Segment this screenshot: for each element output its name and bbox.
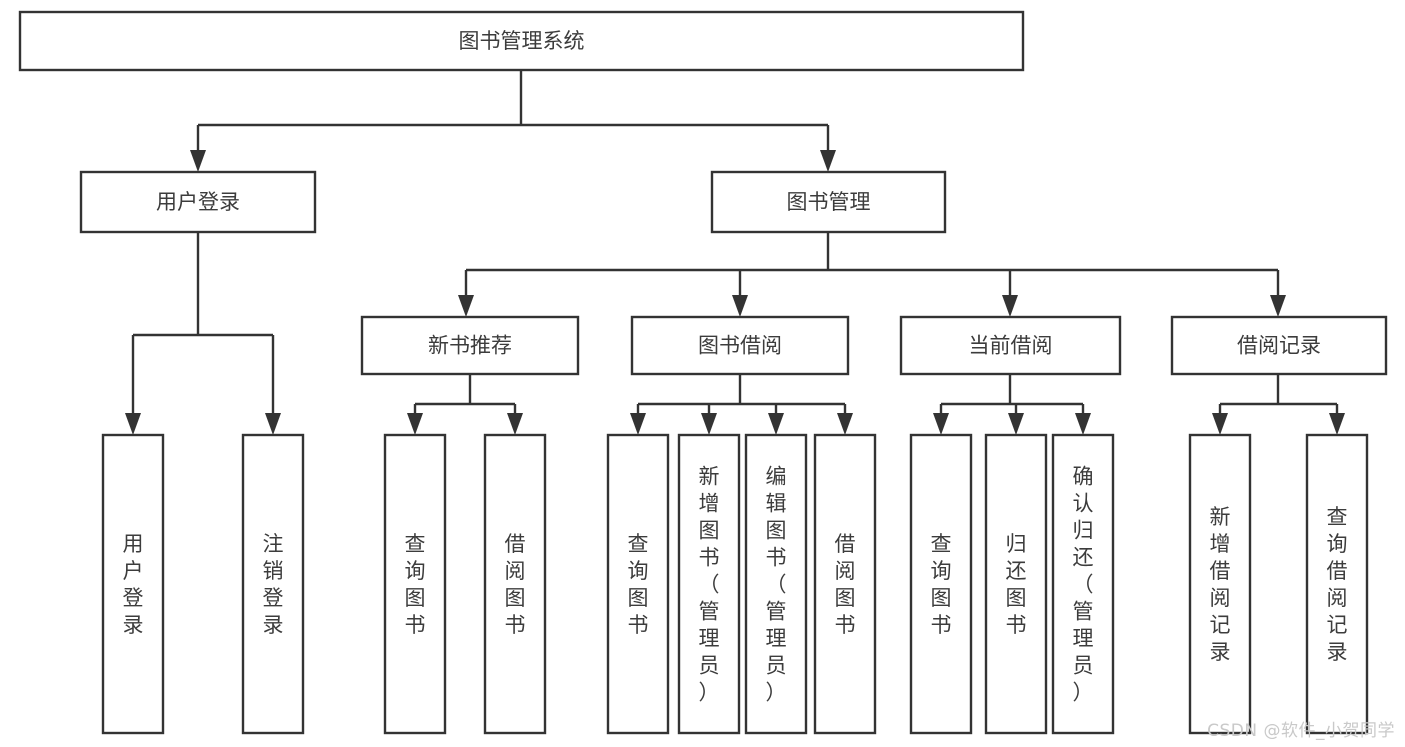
node-current-borrow-label: 当前借阅 bbox=[969, 334, 1053, 358]
leaf-node-leaf-return-book-label: 归还图书 bbox=[1006, 532, 1027, 637]
arrow-head-icon bbox=[407, 413, 423, 435]
node-new-book-recommend-rect[interactable] bbox=[360, 315, 580, 376]
leaf-node-leaf-add-borrow-record-label: 新增借阅记录 bbox=[1210, 505, 1231, 664]
node-book-management[interactable]: 图书管理 bbox=[710, 170, 947, 234]
leaf-node-leaf-query-book-borrow-rect[interactable] bbox=[606, 433, 670, 735]
leaf-node-leaf-query-book-borrow-label: 查询图书 bbox=[628, 532, 649, 637]
node-borrow-record-label: 借阅记录 bbox=[1237, 334, 1321, 358]
node-book-borrow-label: 图书借阅 bbox=[698, 334, 782, 358]
leaf-node-leaf-edit-book-admin[interactable]: 编辑图书（管理员） bbox=[744, 433, 808, 735]
leaf-node-leaf-user-login-label: 用户登录 bbox=[123, 532, 144, 637]
leaf-node-leaf-edit-book-admin-label: 编辑图书（管理员） bbox=[766, 465, 787, 705]
arrow-head-icon bbox=[837, 413, 853, 435]
arrow-head-icon bbox=[732, 295, 748, 317]
leaf-node-leaf-add-borrow-record[interactable]: 新增借阅记录 bbox=[1188, 433, 1252, 735]
leaf-node-leaf-query-book-rec-rect[interactable] bbox=[383, 433, 447, 735]
leaf-node-leaf-query-borrow-record-rect[interactable] bbox=[1305, 433, 1369, 735]
arrow-head-icon bbox=[933, 413, 949, 435]
leaf-node-leaf-add-book-admin[interactable]: 新增图书（管理员） bbox=[677, 433, 741, 735]
leaf-node-leaf-query-book-borrow[interactable]: 查询图书 bbox=[606, 433, 670, 735]
arrow-head-icon bbox=[125, 413, 141, 435]
node-book-management-label: 图书管理 bbox=[787, 190, 871, 214]
leaf-node-leaf-user-logout-rect[interactable] bbox=[241, 433, 305, 735]
arrow-head-icon bbox=[820, 150, 836, 172]
leaf-node-leaf-query-book-rec[interactable]: 查询图书 bbox=[383, 433, 447, 735]
node-current-borrow[interactable]: 当前借阅 bbox=[899, 315, 1122, 376]
leaf-node-leaf-confirm-return-admin-label: 确认归还（管理员） bbox=[1073, 465, 1094, 705]
leaf-node-leaf-borrow-book[interactable]: 借阅图书 bbox=[813, 433, 877, 735]
leaf-node-leaf-user-login[interactable]: 用户登录 bbox=[101, 433, 165, 735]
node-user-login[interactable]: 用户登录 bbox=[79, 170, 317, 234]
leaf-node-leaf-confirm-return-admin[interactable]: 确认归还（管理员） bbox=[1051, 433, 1115, 735]
leaf-node-leaf-query-book-current[interactable]: 查询图书 bbox=[909, 433, 973, 735]
node-new-book-recommend-label: 新书推荐 bbox=[428, 334, 512, 358]
arrow-head-icon bbox=[768, 413, 784, 435]
node-current-borrow-rect[interactable] bbox=[899, 315, 1122, 376]
leaf-node-leaf-return-book-rect[interactable] bbox=[984, 433, 1048, 735]
node-book-borrow[interactable]: 图书借阅 bbox=[630, 315, 850, 376]
node-root-book-management-system[interactable]: 图书管理系统 bbox=[18, 10, 1025, 72]
node-user-login-label: 用户登录 bbox=[156, 190, 240, 214]
leaf-node-leaf-add-book-admin-rect[interactable] bbox=[677, 433, 741, 735]
leaf-node-leaf-borrow-book-label: 借阅图书 bbox=[835, 532, 856, 637]
leaf-node-leaf-borrow-book-rect[interactable] bbox=[813, 433, 877, 735]
node-borrow-record[interactable]: 借阅记录 bbox=[1170, 315, 1388, 376]
leaf-node-leaf-add-borrow-record-rect[interactable] bbox=[1188, 433, 1252, 735]
arrow-head-icon bbox=[630, 413, 646, 435]
leaf-node-leaf-query-book-rec-label: 查询图书 bbox=[405, 532, 426, 637]
node-book-management-rect[interactable] bbox=[710, 170, 947, 234]
arrow-head-icon bbox=[265, 413, 281, 435]
node-root-book-management-system-label: 图书管理系统 bbox=[459, 29, 585, 53]
arrow-head-icon bbox=[1270, 295, 1286, 317]
arrow-head-icon bbox=[701, 413, 717, 435]
node-new-book-recommend[interactable]: 新书推荐 bbox=[360, 315, 580, 376]
node-root-book-management-system-rect[interactable] bbox=[18, 10, 1025, 72]
connector-layer bbox=[125, 70, 1345, 435]
leaf-node-leaf-query-book-current-label: 查询图书 bbox=[931, 532, 952, 637]
leaf-node-leaf-user-logout-label: 注销登录 bbox=[263, 532, 284, 637]
arrow-head-icon bbox=[458, 295, 474, 317]
leaf-node-leaf-borrow-book-rec-rect[interactable] bbox=[483, 433, 547, 735]
arrow-head-icon bbox=[507, 413, 523, 435]
arrow-head-icon bbox=[1002, 295, 1018, 317]
node-borrow-record-rect[interactable] bbox=[1170, 315, 1388, 376]
leaf-node-leaf-borrow-book-rec[interactable]: 借阅图书 bbox=[483, 433, 547, 735]
node-user-login-rect[interactable] bbox=[79, 170, 317, 234]
leaf-node-leaf-edit-book-admin-rect[interactable] bbox=[744, 433, 808, 735]
arrow-head-icon bbox=[1329, 413, 1345, 435]
node-layer: 图书管理系统用户登录图书管理新书推荐图书借阅当前借阅借阅记录用户登录注销登录查询… bbox=[18, 10, 1388, 735]
arrow-head-icon bbox=[190, 150, 206, 172]
node-book-borrow-rect[interactable] bbox=[630, 315, 850, 376]
leaf-node-leaf-add-book-admin-label: 新增图书（管理员） bbox=[699, 465, 720, 705]
leaf-node-leaf-borrow-book-rec-label: 借阅图书 bbox=[505, 532, 526, 637]
leaf-node-leaf-user-logout[interactable]: 注销登录 bbox=[241, 433, 305, 735]
leaf-node-leaf-confirm-return-admin-rect[interactable] bbox=[1051, 433, 1115, 735]
leaf-node-leaf-query-book-current-rect[interactable] bbox=[909, 433, 973, 735]
arrow-head-icon bbox=[1008, 413, 1024, 435]
leaf-node-leaf-query-borrow-record[interactable]: 查询借阅记录 bbox=[1305, 433, 1369, 735]
leaf-node-leaf-return-book[interactable]: 归还图书 bbox=[984, 433, 1048, 735]
leaf-node-leaf-query-borrow-record-label: 查询借阅记录 bbox=[1327, 505, 1348, 664]
leaf-node-leaf-user-login-rect[interactable] bbox=[101, 433, 165, 735]
arrow-head-icon bbox=[1212, 413, 1228, 435]
arrow-head-icon bbox=[1075, 413, 1091, 435]
